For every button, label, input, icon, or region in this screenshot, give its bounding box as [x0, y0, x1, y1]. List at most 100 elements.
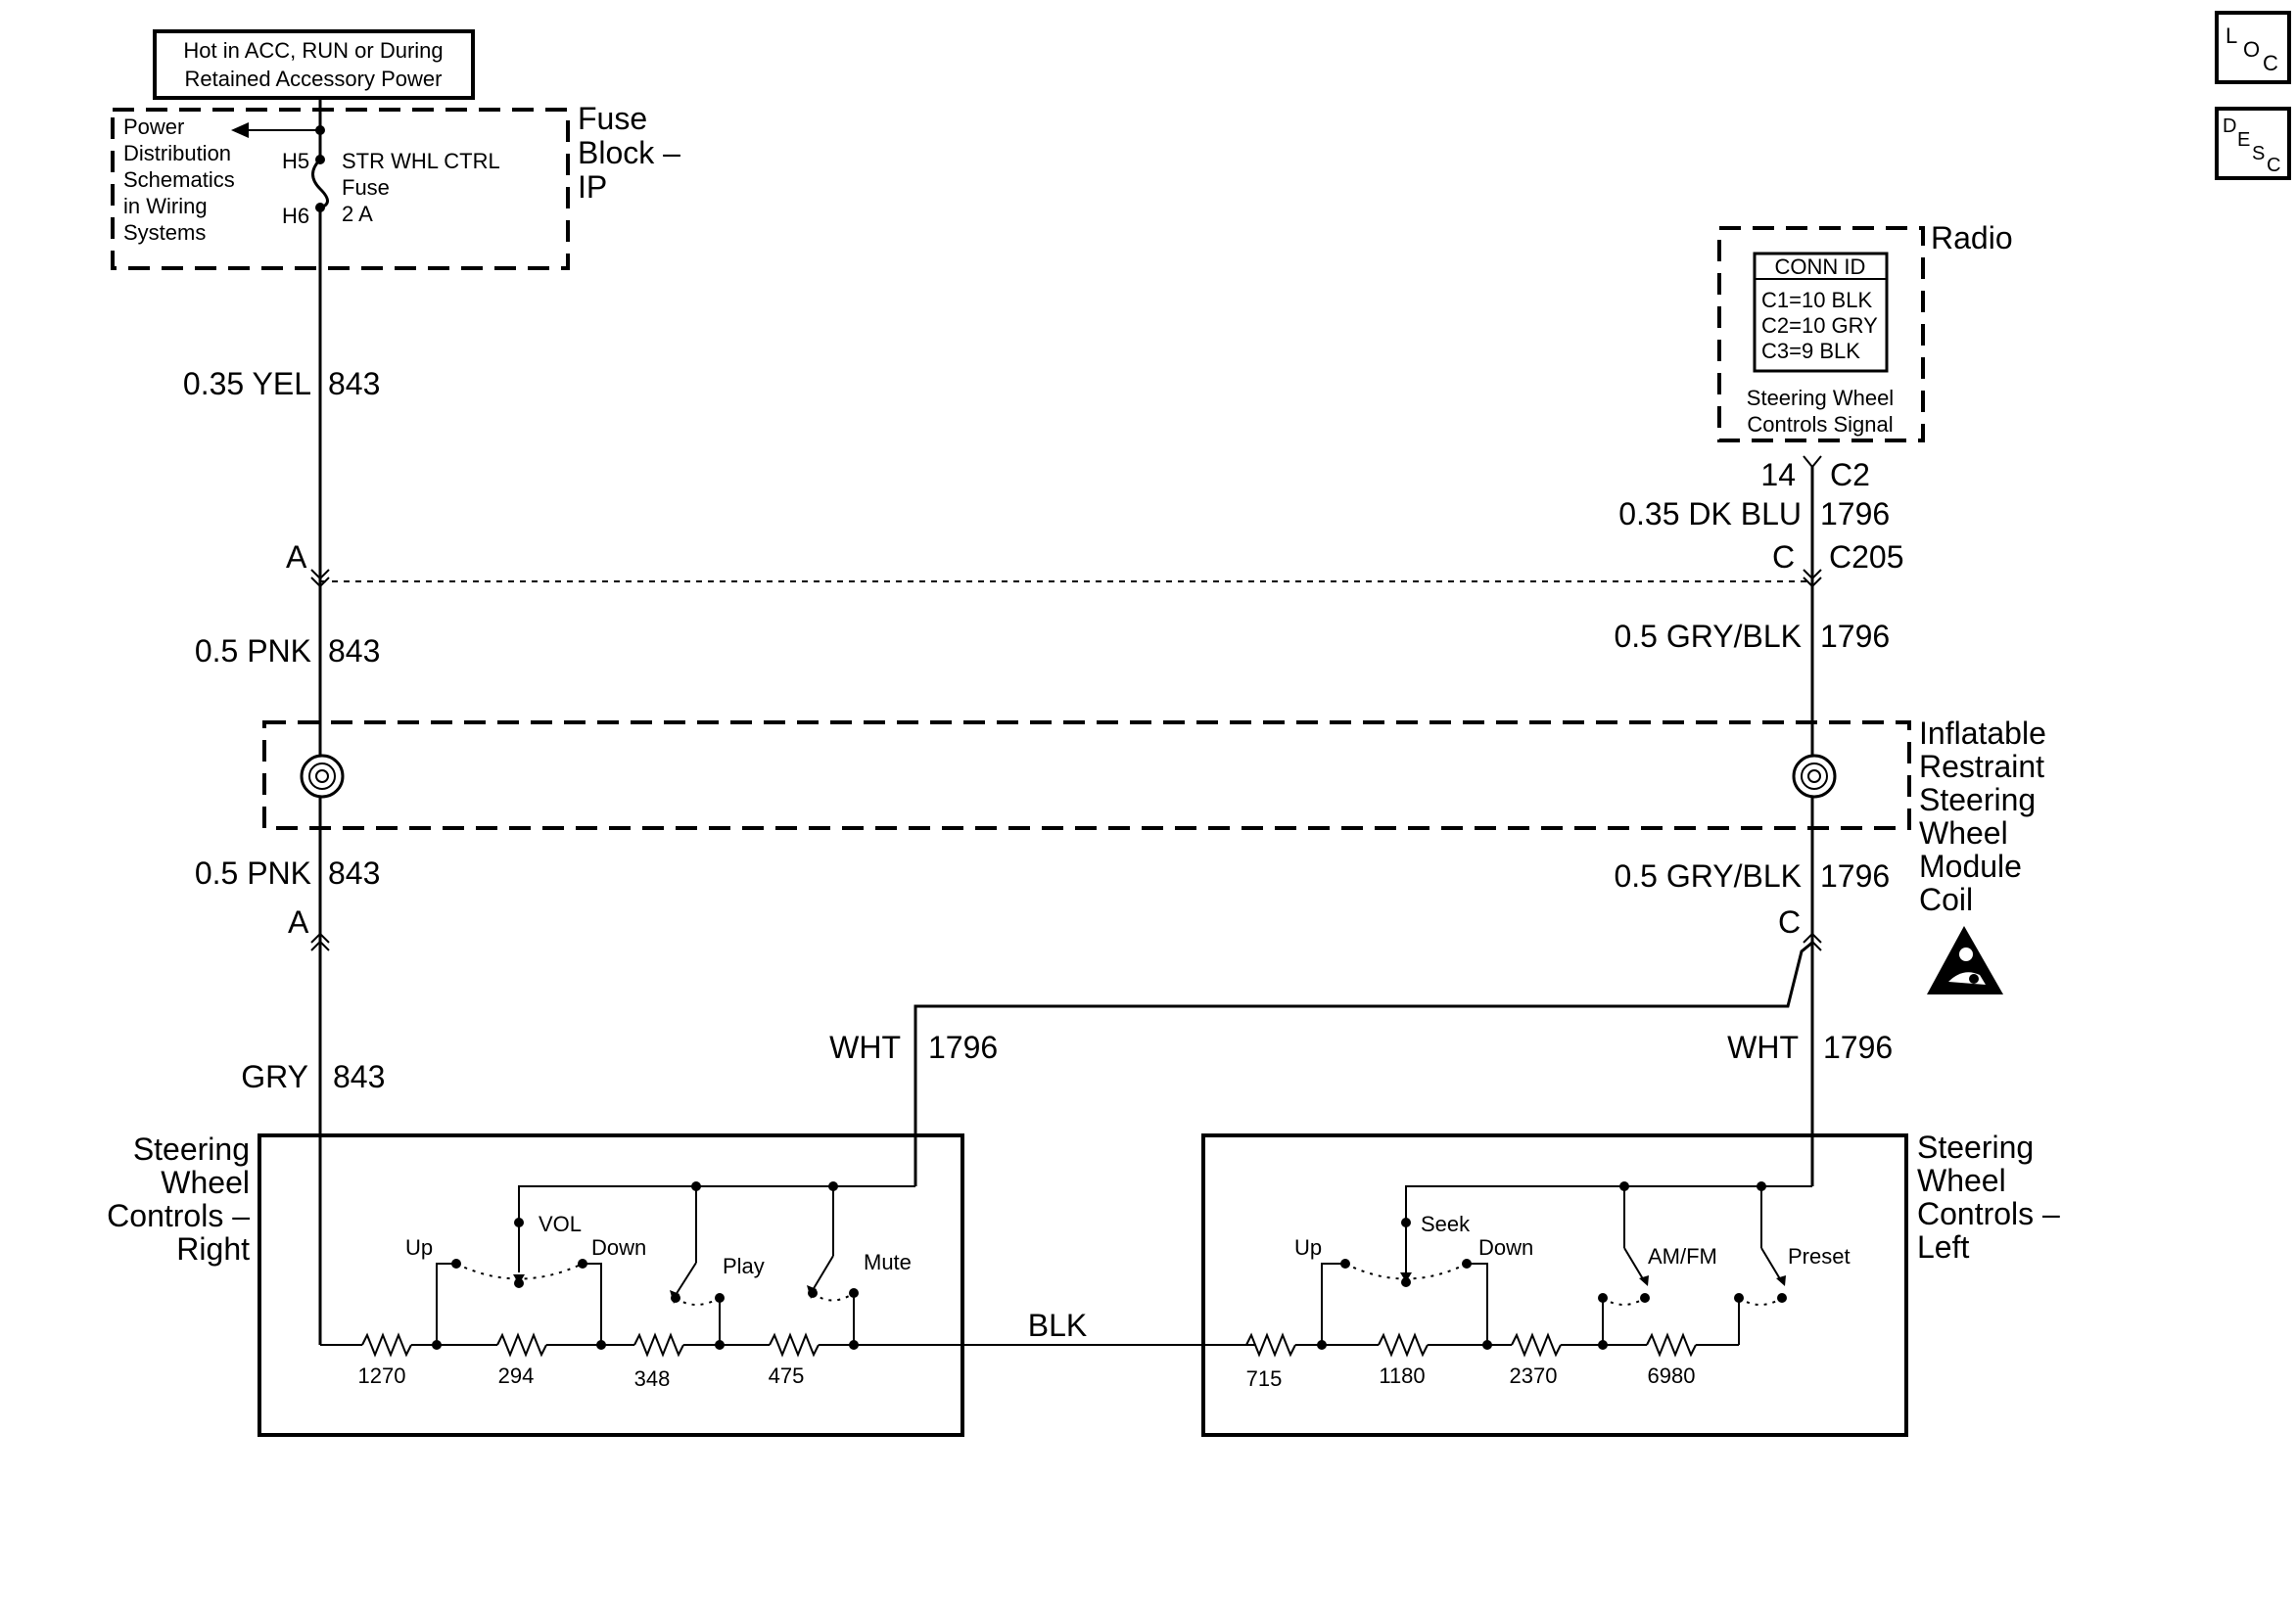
wire-left-mid-color: 0.5 PNK	[195, 633, 311, 669]
lower-connector: A C	[288, 904, 1822, 951]
desc-icon-letter-s: S	[2252, 143, 2265, 164]
switch-vol-down-label: Down	[591, 1235, 646, 1260]
resistor-icon	[1511, 1332, 1562, 1358]
switch-vol-up-label: Up	[405, 1235, 433, 1260]
wire-left-top-color: 0.35 YEL	[183, 366, 311, 401]
switch-play-label: Play	[723, 1254, 765, 1278]
swc-left: Steering Wheel Controls – Left Up Seek D…	[1201, 1130, 2060, 1437]
desc-icon-letter-e: E	[2237, 129, 2250, 151]
wire-right-top-circuit: 1796	[1820, 496, 1890, 531]
switch-mute-label: Mute	[864, 1250, 912, 1274]
connector-left-pin-lower: A	[288, 904, 309, 940]
swc-right-title-1: Steering	[133, 1132, 250, 1167]
power-dist-3: Schematics	[123, 167, 235, 192]
wire-wht-jumper: WHT 1796 WHT 1796	[829, 941, 1893, 1186]
power-dist-1: Power	[123, 115, 184, 139]
resistor-value: 6980	[1648, 1363, 1696, 1388]
radio-connector: C2	[1830, 457, 1870, 492]
fuse-name: STR WHL CTRL	[342, 149, 500, 173]
resistor-value: 1270	[358, 1363, 406, 1388]
connector-c205-label: C205	[1829, 539, 1904, 575]
wire-right-mid-circuit: 1796	[1820, 619, 1890, 654]
loc-icon[interactable]: L O C	[2215, 11, 2291, 84]
coil-label-1: Inflatable	[1919, 716, 2046, 751]
wire-wht-right-color: WHT	[1727, 1030, 1799, 1065]
coil-label-6: Coil	[1919, 882, 1973, 917]
resistor-value: 715	[1246, 1366, 1283, 1391]
connector-right-pin-lower: C	[1778, 904, 1801, 940]
fuse-icon	[311, 158, 329, 209]
swc-left-title-3: Controls –	[1917, 1196, 2060, 1231]
power-note-line1: Hot in ACC, RUN or During	[183, 38, 443, 63]
switch-seek-label: Seek	[1421, 1212, 1471, 1236]
power-dist-2: Distribution	[123, 141, 231, 165]
fuse-block-title-1: Fuse	[578, 101, 647, 136]
desc-icon-letter-c: C	[2267, 155, 2280, 176]
wire-wht-right-circuit: 1796	[1823, 1030, 1893, 1065]
desc-icon[interactable]: D E S C	[2215, 107, 2291, 180]
swc-right-title-2: Wheel	[161, 1165, 250, 1200]
radio-pin: 14	[1760, 457, 1796, 492]
power-note: Hot in ACC, RUN or During Retained Acces…	[153, 29, 475, 100]
arrow-left-icon	[231, 122, 249, 138]
power-note-line2: Retained Accessory Power	[185, 67, 443, 91]
wire-right-mid-color: 0.5 GRY/BLK	[1614, 619, 1802, 654]
inflatable-restraint-coil: Inflatable Restraint Steering Wheel Modu…	[262, 716, 2046, 917]
wire-wht-left-circuit: 1796	[928, 1030, 998, 1065]
resistor-value: 2370	[1510, 1363, 1558, 1388]
chevron-up-icon	[310, 940, 330, 951]
desc-icon-letter-d: D	[2223, 116, 2236, 137]
radio-signal-line1: Steering Wheel	[1747, 386, 1894, 410]
resistor-value: 475	[769, 1363, 805, 1388]
fuse-pin-top: H5	[282, 149, 309, 173]
radio-signal-line2: Controls Signal	[1747, 412, 1893, 437]
coil-spiral-icon	[1792, 754, 1837, 799]
swc-left-title-1: Steering	[1917, 1130, 2034, 1165]
fuse-block: Fuse Block – IP Power Distribution Schem…	[111, 98, 680, 270]
wire-left-top-circuit: 843	[328, 366, 380, 401]
resistor-value: 294	[498, 1363, 535, 1388]
coil-label-5: Module	[1919, 849, 2022, 884]
resistor-value: 1180	[1379, 1363, 1425, 1388]
resistor-value: 348	[634, 1366, 671, 1391]
wire-right-low-circuit: 1796	[1820, 858, 1890, 894]
wire-blk-label: BLK	[1028, 1308, 1087, 1343]
resistor-icon	[496, 1332, 547, 1358]
connector-y-icon	[1803, 455, 1822, 469]
fuse-block-title-2: Block –	[578, 135, 680, 170]
wire-left-low-circuit: 843	[328, 855, 380, 891]
wire-left-bottom-circuit: 843	[333, 1059, 385, 1094]
chevron-up-icon	[310, 932, 330, 944]
switch-preset-label: Preset	[1788, 1244, 1851, 1269]
chevron-up-icon	[1803, 932, 1822, 944]
wire-843: 0.35 YEL 843 0.5 PNK 843 0.5 PNK 843 GRY…	[183, 208, 385, 1345]
power-dist-5: Systems	[123, 220, 206, 245]
fuse-word: Fuse	[342, 175, 390, 200]
switch-amfm-label: AM/FM	[1648, 1244, 1717, 1269]
airbag-warning-icon	[1927, 926, 2003, 994]
fuse-pin-bottom: H6	[282, 204, 309, 228]
radio: Radio CONN ID C1=10 BLK C2=10 GRY C3=9 B…	[1717, 220, 2013, 492]
power-dist-4: in Wiring	[123, 194, 208, 218]
loc-icon-letter-o: O	[2243, 37, 2260, 62]
radio-title: Radio	[1931, 220, 2013, 255]
connector-left-pin-upper: A	[286, 539, 307, 575]
resistor-icon	[1245, 1332, 1296, 1358]
fuse-block-title-3: IP	[578, 169, 607, 205]
coil-label-2: Restraint	[1919, 749, 2044, 784]
swc-right-title-3: Controls –	[107, 1198, 250, 1233]
wire-wht-left-color: WHT	[829, 1030, 901, 1065]
wire-left-bottom-color: GRY	[241, 1059, 308, 1094]
swc-left-title-4: Left	[1917, 1229, 1969, 1265]
loc-icon-letter-c: C	[2263, 51, 2278, 75]
connector-right-pin-upper: C	[1772, 539, 1795, 575]
wire-left-low-color: 0.5 PNK	[195, 855, 311, 891]
resistor-icon	[1646, 1332, 1697, 1358]
switch-seek-down-label: Down	[1478, 1235, 1533, 1260]
resistor-icon	[361, 1332, 412, 1358]
swc-right-title-4: Right	[176, 1231, 250, 1267]
chevron-down-icon	[310, 577, 330, 588]
swc-left-title-2: Wheel	[1917, 1163, 2006, 1198]
resistor-icon	[1378, 1332, 1429, 1358]
swc-right: Steering Wheel Controls – Right Up VOL D…	[107, 1132, 1255, 1437]
